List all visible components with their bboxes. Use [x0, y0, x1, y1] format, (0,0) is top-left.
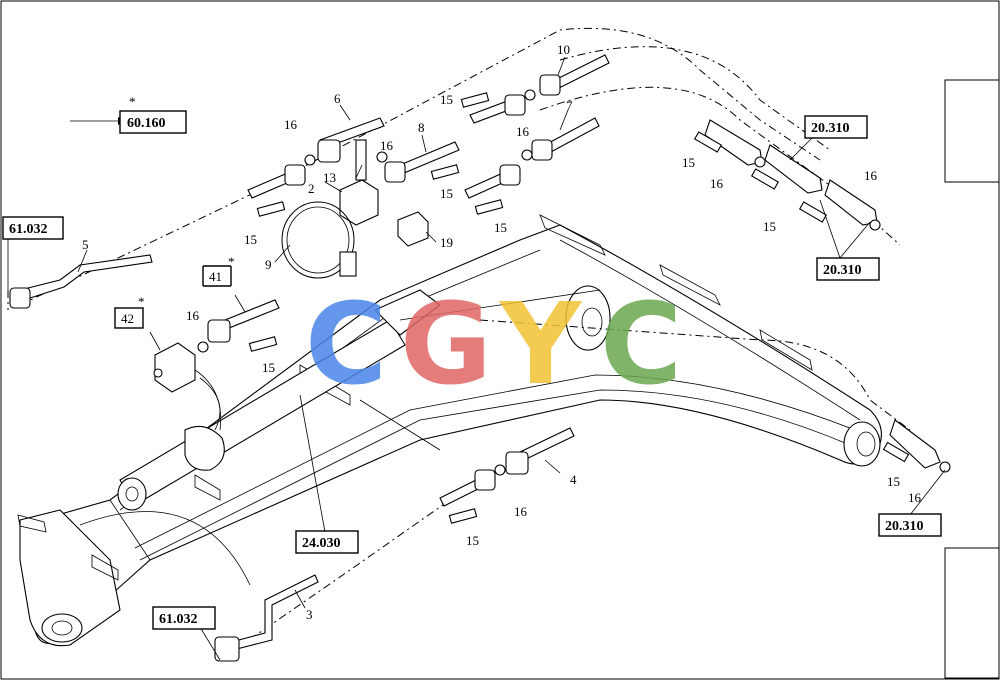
watermark-letter-1: C	[305, 280, 387, 410]
label-part-8: 8	[418, 120, 425, 135]
label-part-13: 13	[323, 170, 336, 185]
label-part-2: 2	[308, 181, 315, 196]
label-part-16-a: 16	[284, 117, 298, 132]
label-part-3: 3	[306, 607, 313, 622]
label-part-15-i: 15	[887, 474, 900, 489]
ref-42[interactable]: 42	[121, 311, 134, 326]
ref-20-310-c[interactable]: 20.310	[885, 519, 924, 534]
label-part-19: 19	[440, 235, 453, 250]
ref-61-032-bottom[interactable]: 61.032	[159, 612, 198, 627]
label-part-16-e: 16	[514, 504, 528, 519]
side-tab-top	[944, 79, 1000, 183]
ref-61-032-top[interactable]: 61.032	[9, 222, 48, 237]
ref-60-160[interactable]: 60.160	[127, 116, 166, 131]
label-part-5: 5	[82, 237, 89, 252]
ref-41[interactable]: 41	[209, 269, 222, 284]
ref-24-030[interactable]: 24.030	[302, 536, 341, 551]
watermark-letter-4: C	[600, 280, 682, 410]
label-part-16-h: 16	[908, 490, 922, 505]
label-part-15-c: 15	[494, 220, 507, 235]
label-part-15-a: 15	[440, 92, 453, 107]
label-part-16-c: 16	[516, 124, 530, 139]
label-part-15-d: 15	[244, 232, 257, 247]
watermark: C G Y C	[305, 280, 682, 410]
watermark-letter-2: G	[400, 280, 492, 410]
label-part-15-h: 15	[763, 219, 776, 234]
reference-boxes: 60.160 * 61.032 61.032 20.310 20.310 20.…	[2, 94, 942, 630]
side-tab-bottom	[944, 547, 1000, 679]
asterisk-60-160: *	[129, 94, 136, 109]
label-part-16-b: 16	[380, 138, 394, 153]
label-part-7: 7	[566, 98, 573, 113]
label-part-16-d: 16	[186, 308, 200, 323]
part-labels: 6 10 7 8 5 2 13 9 19 4 3 15 15 15 15 15 …	[82, 42, 922, 622]
label-part-15-f: 15	[466, 533, 479, 548]
asterisk-41: *	[228, 254, 235, 269]
label-part-15-b: 15	[440, 186, 453, 201]
asterisk-42: *	[138, 294, 145, 309]
label-part-16-f: 16	[710, 176, 724, 191]
parts	[9, 54, 951, 662]
watermark-letter-3: Y	[498, 280, 583, 410]
label-part-15-e: 15	[262, 360, 275, 375]
label-part-15-g: 15	[682, 155, 695, 170]
label-part-6: 6	[334, 91, 341, 106]
ref-20-310-a[interactable]: 20.310	[811, 121, 850, 136]
ref-20-310-b[interactable]: 20.310	[823, 263, 862, 278]
label-part-10: 10	[557, 42, 570, 57]
label-part-4: 4	[570, 472, 577, 487]
boom-arm	[17, 214, 882, 647]
label-part-9: 9	[265, 257, 272, 272]
label-part-16-g: 16	[864, 168, 878, 183]
